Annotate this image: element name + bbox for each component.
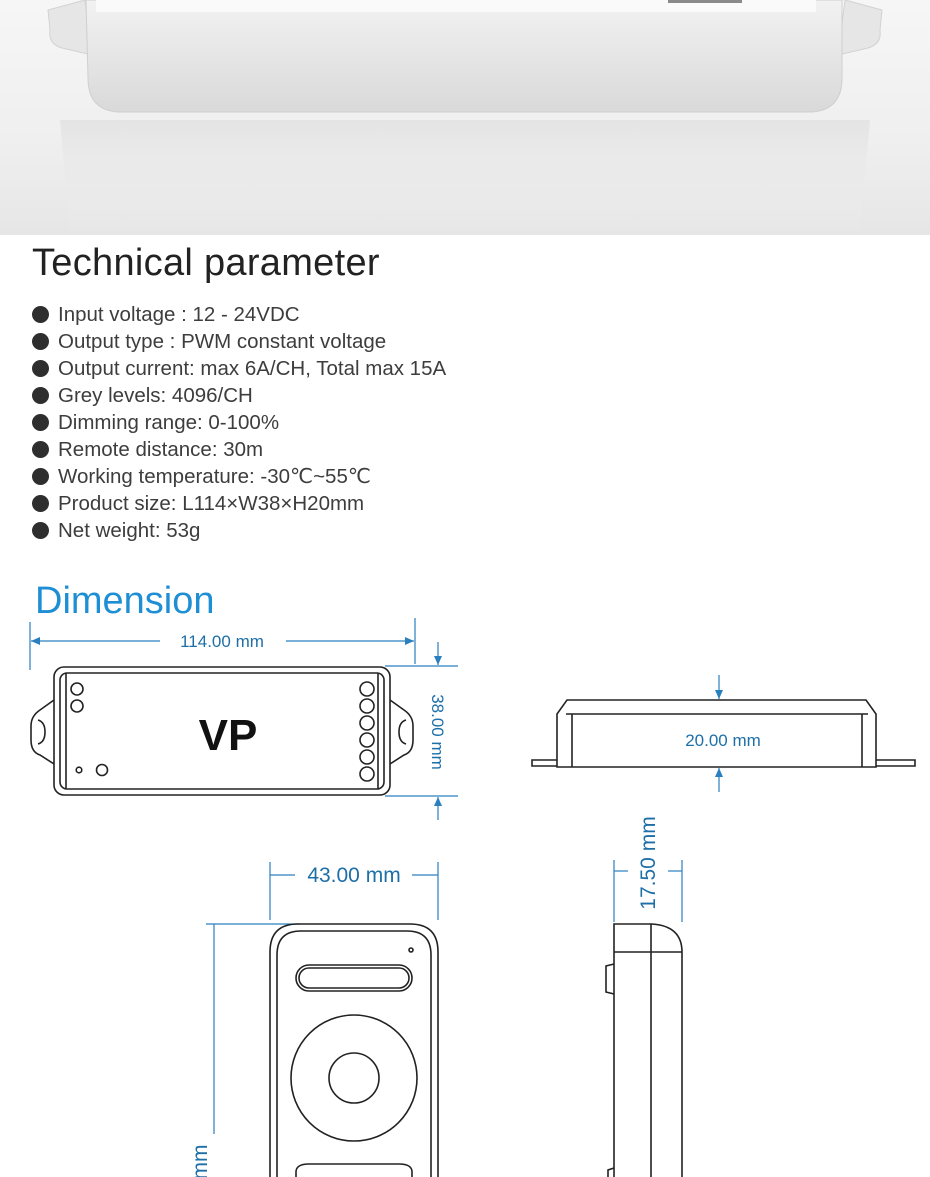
bullet-icon (32, 468, 49, 485)
spec-item: Output type : PWM constant voltage (32, 328, 446, 355)
dimension-title: Dimension (35, 580, 215, 622)
length-dimension-label: 114.00 mm (180, 632, 264, 651)
technical-parameter-title: Technical parameter (32, 242, 380, 284)
spec-text: Dimming range: 0-100% (58, 411, 280, 434)
spec-item: Input voltage : 12 - 24VDC (32, 301, 446, 328)
spec-list: Input voltage : 12 - 24VDC Output type :… (32, 301, 446, 544)
spec-text: Remote distance: 30m (58, 438, 264, 461)
bullet-icon (32, 333, 49, 350)
controller-model-label: VP (199, 711, 258, 760)
remote-length-label: mm (189, 1145, 212, 1177)
remote-side-view: 17.50 mm (605, 816, 683, 1177)
spec-text: Product size: L114×W38×H20mm (58, 492, 365, 515)
bullet-icon (32, 441, 49, 458)
spec-text: Output current: max 6A/CH, Total max 15A (58, 357, 447, 380)
bullet-icon (32, 360, 49, 377)
bullet-icon (32, 522, 49, 539)
bullet-icon (32, 414, 49, 431)
bullet-icon (32, 495, 49, 512)
spec-text: Working temperature: -30℃~55℃ (58, 465, 371, 488)
spec-item: Product size: L114×W38×H20mm (32, 490, 446, 517)
spec-text: Net weight: 53g (58, 519, 201, 542)
controller-photo-illustration (47, 0, 883, 235)
remote-width-label: 43.00 mm (307, 864, 400, 887)
remote-front-view: 43.00 mm mm (189, 862, 439, 1177)
bullet-icon (32, 306, 49, 323)
spec-item: Output current: max 6A/CH, Total max 15A (32, 355, 446, 382)
spec-text: Output type : PWM constant voltage (58, 330, 387, 353)
remote-thickness-label: 17.50 mm (637, 816, 660, 909)
product-photo (0, 0, 930, 235)
spec-item: Grey levels: 4096/CH (32, 382, 446, 409)
spec-text: Input voltage : 12 - 24VDC (58, 303, 300, 326)
spec-item: Net weight: 53g (32, 517, 446, 544)
dimension-drawing: 114.00 mm VP 38.00 mm (29, 618, 916, 1177)
bullet-icon (32, 387, 49, 404)
width-dimension-label: 38.00 mm (428, 694, 447, 770)
spec-text: Grey levels: 4096/CH (58, 384, 253, 407)
spec-item: Remote distance: 30m (32, 436, 446, 463)
controller-side-view: 20.00 mm (531, 675, 916, 792)
controller-top-view: 114.00 mm VP 38.00 mm (29, 618, 458, 820)
height-dimension-label: 20.00 mm (685, 731, 761, 750)
spec-item: Dimming range: 0-100% (32, 409, 446, 436)
spec-item: Working temperature: -30℃~55℃ (32, 463, 446, 490)
